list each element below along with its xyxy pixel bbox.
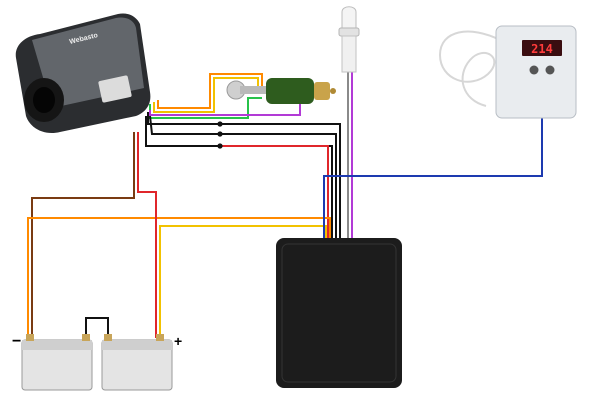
junction-dot <box>217 131 223 137</box>
control-unit-body <box>276 238 402 388</box>
wire-battery-link <box>85 317 109 338</box>
battery-terminal-plus <box>82 334 90 341</box>
battery-lid <box>102 340 172 350</box>
thermostat-button-left[interactable] <box>529 65 539 75</box>
battery-right <box>101 334 173 391</box>
junction-dot <box>217 143 223 149</box>
thermostat: 214 <box>438 25 577 119</box>
thermostat-cable <box>438 30 501 107</box>
wire-black-2 <box>149 115 337 238</box>
wires <box>27 72 543 338</box>
led-base <box>341 35 357 73</box>
control-unit-face <box>281 243 397 383</box>
wire-orange-minus <box>27 217 331 338</box>
thermostat-display <box>522 40 562 56</box>
heater-label-plate <box>98 75 132 103</box>
battery-left <box>21 334 93 391</box>
pump-body <box>266 78 314 104</box>
battery-plus-label: + <box>174 333 182 349</box>
heater-outlet-inner <box>33 87 55 113</box>
battery-terminal-minus <box>104 334 112 341</box>
wire-yellow-plus <box>159 225 327 338</box>
pump-nozzle-tip <box>330 88 336 94</box>
battery-terminal-plus <box>156 334 164 341</box>
control-unit <box>276 238 402 388</box>
wire-red-harness <box>220 145 329 238</box>
wire-red-plus <box>137 132 157 338</box>
battery-lid <box>22 340 92 350</box>
thermostat-button-right[interactable] <box>545 65 555 75</box>
pump-nozzle <box>314 82 330 100</box>
fuel-pump <box>226 78 336 104</box>
thermostat-readout: 214 <box>531 42 553 56</box>
wire-orange-pump <box>157 73 263 109</box>
wire-junctions <box>217 121 223 149</box>
wire-blue-thermostat <box>323 118 543 238</box>
battery-terminal-minus <box>26 334 34 341</box>
battery-minus-label: − <box>12 333 21 350</box>
junction-dot <box>217 121 223 127</box>
led-bulb <box>341 6 357 29</box>
wire-violet-pump <box>149 98 301 116</box>
led-collar <box>338 27 360 37</box>
air-heater: Webasto <box>15 13 151 134</box>
wire-black-1 <box>147 112 341 238</box>
wire-yellow-pump <box>153 77 259 113</box>
pump-mount-arm <box>240 86 270 94</box>
led-indicator <box>338 6 360 73</box>
wire-brown-minus <box>31 132 135 338</box>
